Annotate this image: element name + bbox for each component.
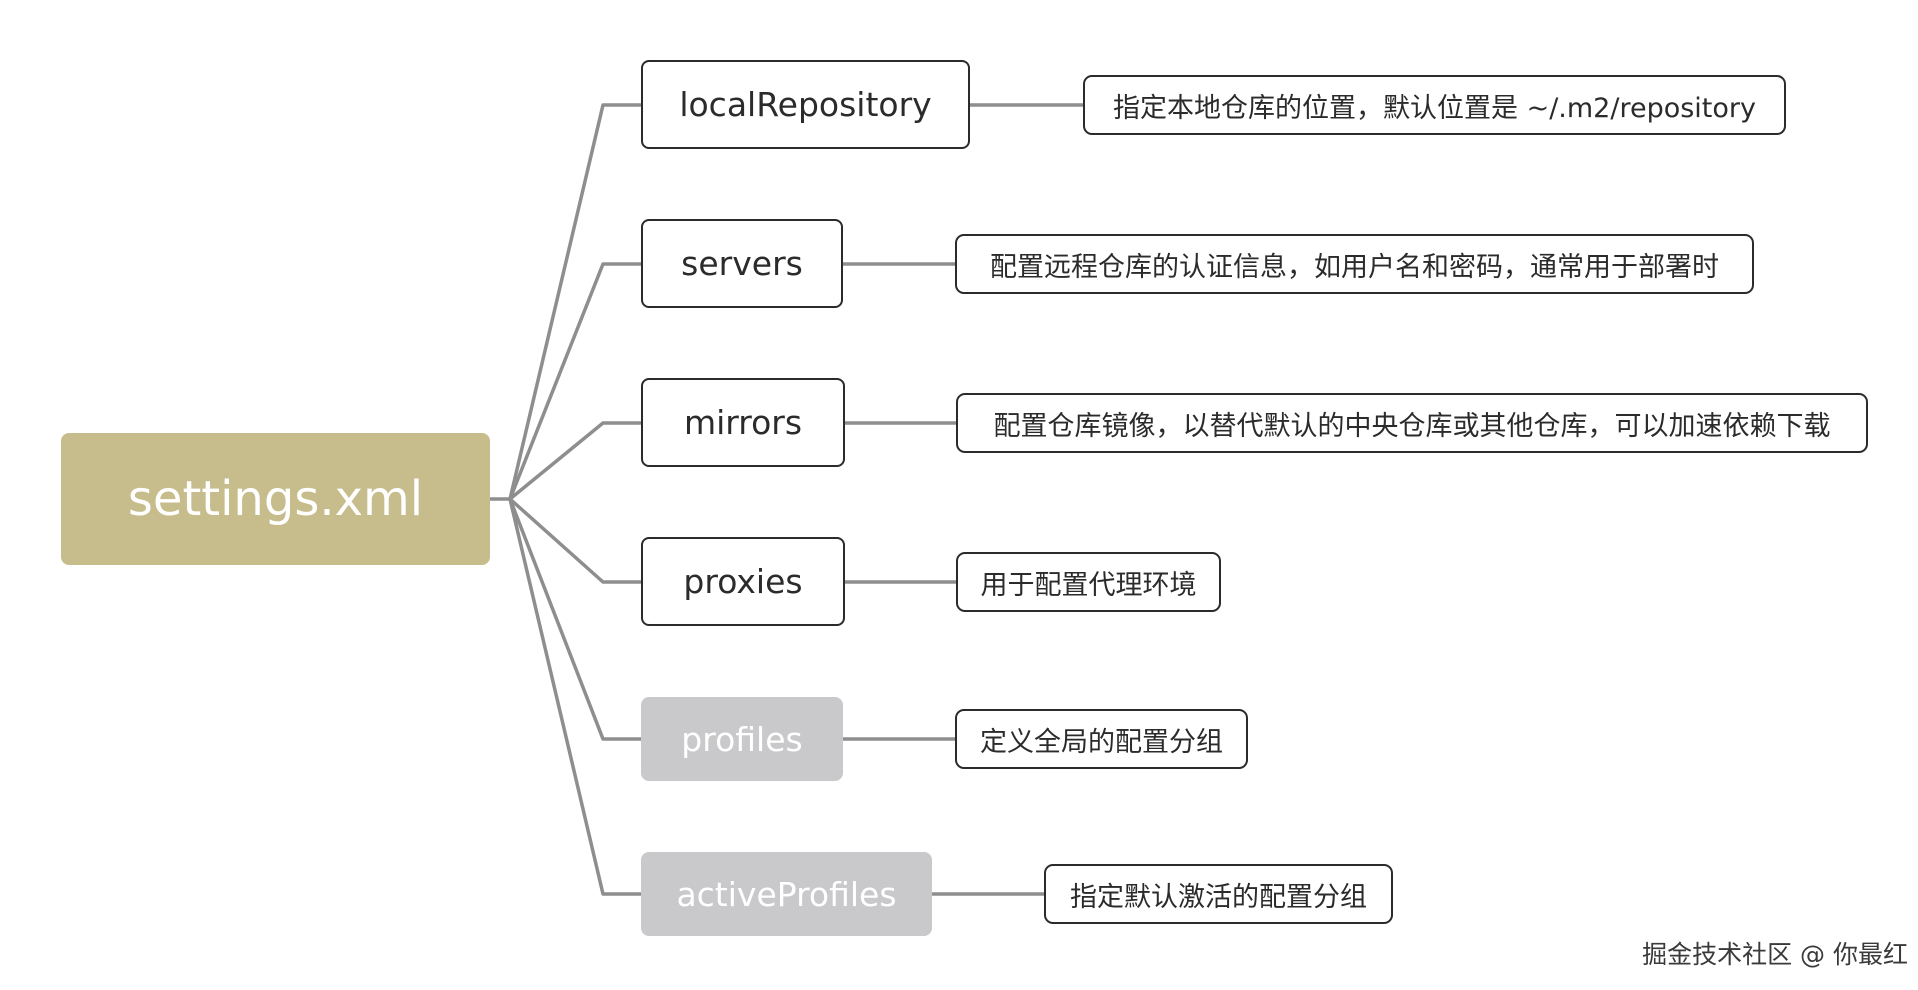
branch-node-proxies[interactable]: proxies xyxy=(641,537,845,626)
connector-proxies xyxy=(508,497,643,584)
branch-node-activeprofiles[interactable]: activeProfiles xyxy=(641,852,932,936)
root-node-settings-xml[interactable]: settings.xml xyxy=(61,433,490,565)
connector-localrepository xyxy=(508,103,643,501)
branch-node-profiles[interactable]: profiles xyxy=(641,697,843,781)
description-activeprofiles: 指定默认激活的配置分组 xyxy=(1044,864,1393,924)
connector-mirrors xyxy=(508,421,643,501)
description-mirrors: 配置仓库镜像，以替代默认的中央仓库或其他仓库，可以加速依赖下载 xyxy=(956,393,1868,453)
branch-node-localrepository[interactable]: localRepository xyxy=(641,60,970,149)
description-profiles: 定义全局的配置分组 xyxy=(955,709,1248,769)
branch-node-servers[interactable]: servers xyxy=(641,219,843,308)
description-localrepository: 指定本地仓库的位置，默认位置是 ~/.m2/repository xyxy=(1083,75,1786,135)
connector-profiles xyxy=(508,497,643,741)
description-servers: 配置远程仓库的认证信息，如用户名和密码，通常用于部署时 xyxy=(955,234,1754,294)
connector-activeprofiles xyxy=(508,497,643,896)
watermark-text: 掘金技术社区 @ 你最红 xyxy=(1642,940,1908,969)
branch-node-mirrors[interactable]: mirrors xyxy=(641,378,845,467)
description-proxies: 用于配置代理环境 xyxy=(956,552,1221,612)
connector-servers xyxy=(508,262,643,501)
